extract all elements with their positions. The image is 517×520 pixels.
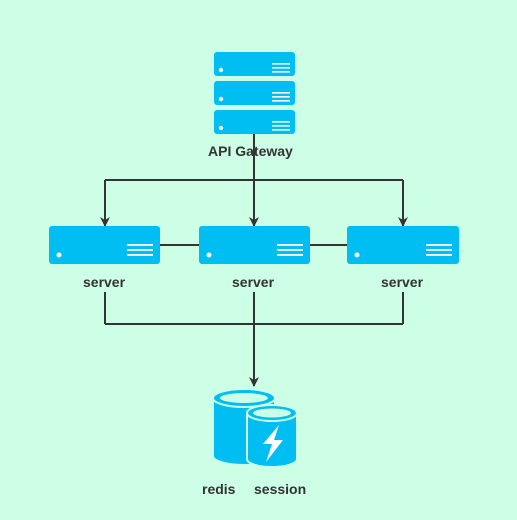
- storage-node: [212, 388, 298, 468]
- server-rack-icon: [214, 52, 295, 134]
- server-left-node: [49, 226, 160, 264]
- session-label: session: [254, 481, 307, 497]
- gateway-node: [214, 52, 295, 134]
- lightning-bolt-icon: [263, 425, 283, 462]
- server-unit-icon: [199, 226, 310, 264]
- server-unit-icon: [347, 226, 459, 264]
- server-center-label: server: [232, 274, 275, 290]
- server-left-label: server: [83, 274, 126, 290]
- server-right-label: server: [381, 274, 424, 290]
- connectors: [100, 134, 408, 387]
- server-center-node: [199, 226, 310, 264]
- server-unit-icon: [49, 226, 160, 264]
- server-right-node: [347, 226, 459, 264]
- gateway-label: API Gateway: [208, 143, 293, 159]
- redis-label: redis: [202, 481, 236, 497]
- session-cylinder: [246, 404, 298, 468]
